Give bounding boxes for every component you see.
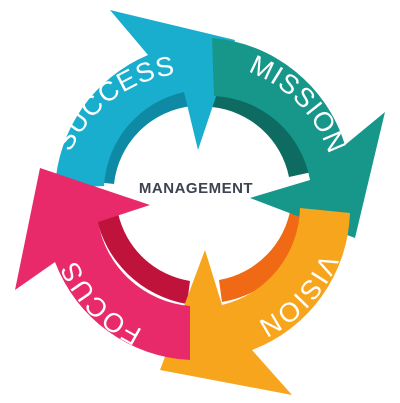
mission-arrow — [212, 38, 385, 238]
mission-segment: MISSION — [212, 38, 385, 238]
center-label: MANAGEMENT — [139, 180, 253, 197]
vision-inner-band — [219, 206, 314, 302]
vision-segment: VISION — [160, 208, 350, 395]
success-segment: SUCCESS — [49, 10, 235, 188]
focus-arrow — [15, 168, 190, 360]
vision-arrow — [160, 208, 350, 395]
mission-inner-band — [212, 83, 312, 177]
success-inner-band — [96, 84, 192, 184]
success-arrow — [55, 10, 235, 188]
focus-inner-band — [96, 213, 190, 304]
inner-ring — [96, 83, 314, 304]
